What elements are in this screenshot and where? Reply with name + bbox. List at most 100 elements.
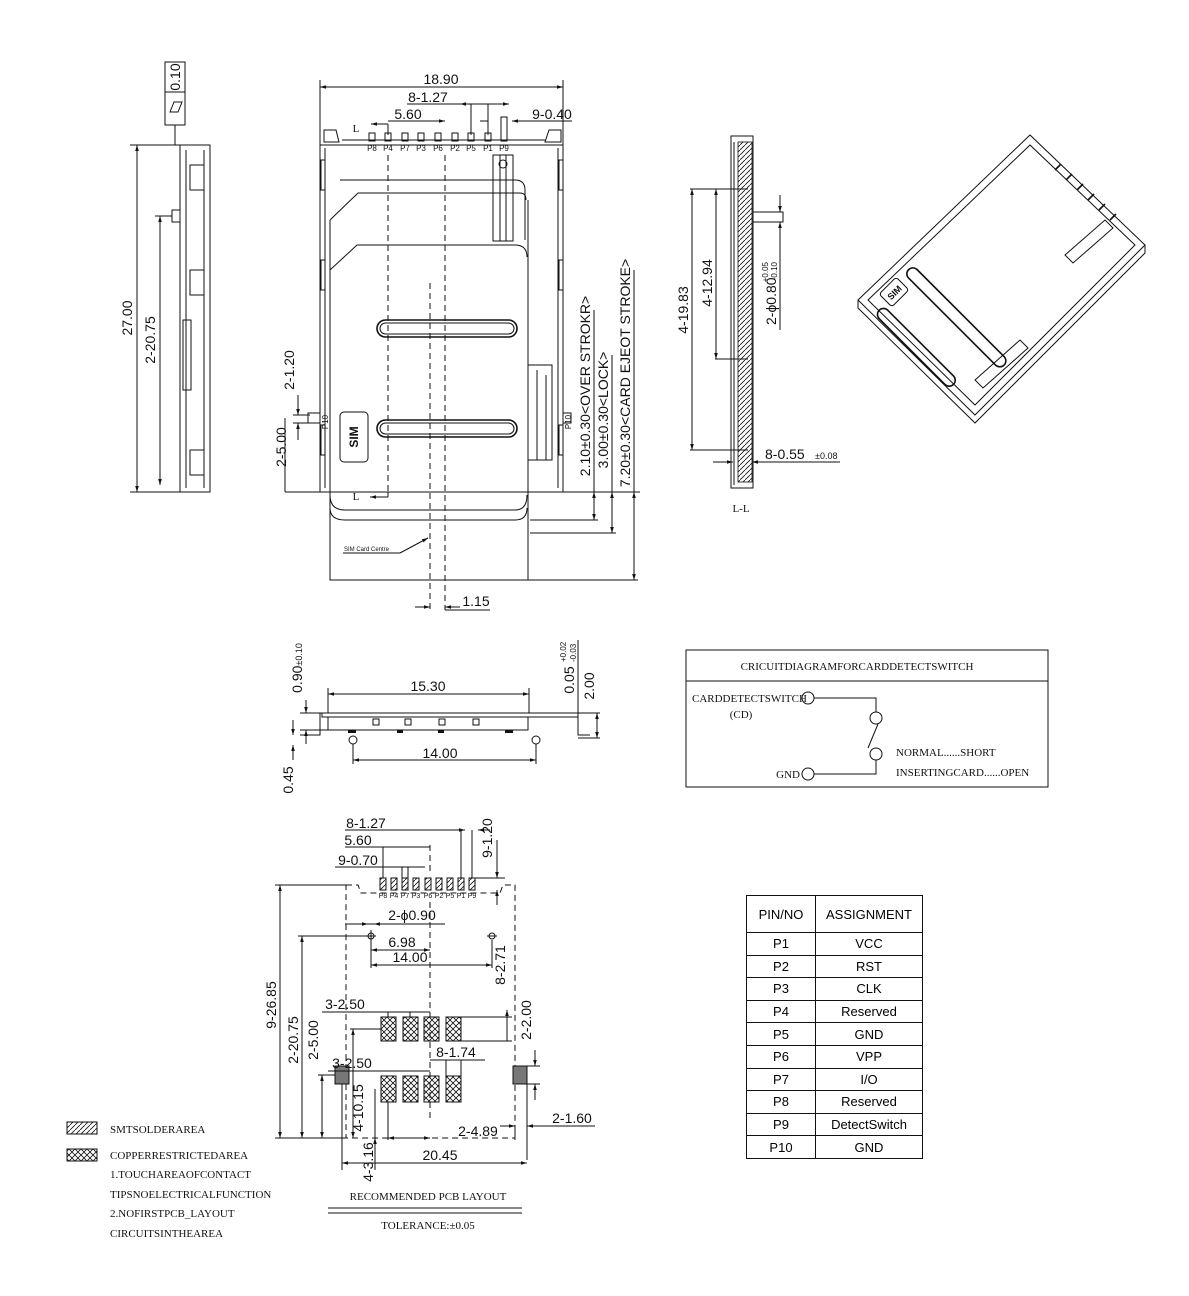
pin-p1 <box>484 132 492 142</box>
pcb-layout: P8 P4 P7 P3 P6 P2 P5 P1 P9 8-1.27 5.60 9… <box>263 815 595 1232</box>
pcb-overall-width-dim: 20.45 <box>422 1147 457 1163</box>
circuit-title: CRICUITDIAGRAMFORCARDDETECTSWITCH <box>741 661 974 673</box>
centre-offset-dim: 1.15 <box>462 593 489 609</box>
coplanarity-tol-minus: -0.03 <box>569 643 578 662</box>
tab-offset-dim: 2-5.00 <box>305 1020 321 1060</box>
pin-label: P8 <box>367 144 377 153</box>
pcb-pin-label: P9 <box>468 893 477 900</box>
restrict-offset-dim: 4-10.15 <box>350 1084 366 1132</box>
gnd-terminal-icon <box>801 767 815 781</box>
restrict-pitch-b-dim: 3-2.50 <box>332 1055 372 1071</box>
front-post-span-dim: 14.00 <box>422 745 457 761</box>
total-length-dim: 9-26.85 <box>263 981 279 1029</box>
smt-tab-right <box>512 1065 528 1085</box>
normal-state: NORMAL......SHORT <box>896 747 996 759</box>
pin-label: P9 <box>499 144 509 153</box>
pcb-pin-label: P7 <box>401 893 410 900</box>
pcb-pin-label: P3 <box>412 893 421 900</box>
post-width-dim: 2-1.20 <box>281 350 297 390</box>
standoff-dim: 0.45 <box>280 766 296 793</box>
switch-contact-icon <box>869 711 883 725</box>
eject-stroke-dim: 7.20±0.30<CARD EJEOT STROKE> <box>617 259 633 487</box>
top-view: 18.90 8-1.27 5.60 9-0.40 L P8 P4 <box>273 71 640 611</box>
pin-pitch-dim: 8-1.27 <box>408 89 448 105</box>
pcb-hole-offset-dim: 6.98 <box>388 934 415 950</box>
pin-label: P7 <box>400 144 410 153</box>
pin-assignment: I/O <box>815 1067 923 1092</box>
sim-card-centre-label: SIM Card Centre <box>344 547 390 553</box>
section-view: 4-19.83 4-12.94 2-ϕ0.80 +0.05 -0.10 8-0.… <box>675 135 840 515</box>
pin-number: P6 <box>746 1044 816 1069</box>
pin-p5 <box>467 132 475 142</box>
circuit-diagram: CRICUITDIAGRAMFORCARDDETECTSWITCH CARDDE… <box>685 649 1049 788</box>
pcb-pads <box>379 877 476 891</box>
tab-width-dim: 2-1.60 <box>552 1110 592 1126</box>
front-view: 15.30 14.00 0.90±0.10 0.45 2.00 0.05 +0.… <box>280 640 600 794</box>
pin-assignment: DetectSwitch <box>815 1112 923 1137</box>
gnd-label: GND <box>776 769 800 781</box>
legend-note2b: CIRCUITSINTHEAREA <box>110 1228 223 1240</box>
pin-number: P1 <box>746 932 816 956</box>
pin-p8 <box>368 132 376 142</box>
copper-restricted-areas <box>380 1016 462 1103</box>
post-tol-minus: -0.10 <box>770 261 779 280</box>
pin-number: P7 <box>746 1067 816 1092</box>
post-tol-plus: +0.05 <box>761 261 770 282</box>
pin-number: P3 <box>746 977 816 1001</box>
post-diameter-dim: 2-ϕ0.80 <box>763 277 779 325</box>
front-width-dim: 15.30 <box>410 678 445 694</box>
coplanarity-dim: 0.05 <box>561 666 577 693</box>
pin-number: P10 <box>746 1135 816 1159</box>
slot-lower <box>376 419 518 438</box>
pin-assignment: GND <box>815 1022 923 1046</box>
pin-p9 <box>500 116 508 142</box>
pin-assignment: VPP <box>815 1044 923 1069</box>
pcb-pad-width-dim: 9-0.70 <box>338 852 378 868</box>
pcb-pin-label: P2 <box>435 893 444 900</box>
pcb-pin-label: P4 <box>390 893 399 900</box>
front-body <box>327 716 529 731</box>
section-label: L-L <box>732 503 749 515</box>
iso-sim-logo <box>879 277 909 307</box>
iso-slot-lower <box>876 307 957 388</box>
tab-height-dim: 2-2.00 <box>518 1000 534 1040</box>
side-body <box>179 144 211 493</box>
pin-p6 <box>434 132 442 142</box>
cd-label: CARDDETECTSWITCH <box>692 693 807 705</box>
contact-width-dim: 8-0.55 <box>765 446 805 462</box>
tolerance-note: TOLERANCE:±0.05 <box>381 1220 475 1232</box>
legend-note1a: 1.TOUCHAREAOFCONTACT <box>110 1169 251 1181</box>
copper-restricted-swatch <box>66 1148 98 1162</box>
pin-width-dim: 9-0.40 <box>532 106 572 122</box>
cd-abbr: (CD) <box>730 709 753 721</box>
pin-assignment: CLK <box>815 977 923 1001</box>
pcb-pin-label: P6 <box>424 893 433 900</box>
legend-smt: SMTSOLDERAREA <box>110 1124 205 1136</box>
pin-p4 <box>384 132 392 142</box>
slot-upper <box>376 319 518 338</box>
height-dim: 2.00 <box>581 672 597 699</box>
pin-p3 <box>417 132 425 142</box>
pcb-pad-length-dim: 9-1.20 <box>479 818 495 858</box>
pin-label: P1 <box>483 144 493 153</box>
post-distance-dim: 2-20.75 <box>142 316 158 364</box>
pin-assignment: GND <box>815 1135 923 1159</box>
dim-12-94: 4-12.94 <box>699 259 715 307</box>
legend: SMTSOLDERAREA COPPERRESTRICTEDAREA 1.TOU… <box>66 1121 271 1240</box>
contact-tol: ±0.08 <box>815 451 837 461</box>
legend-note2a: 2.NOFIRSTPCB_LAYOUT <box>110 1208 235 1220</box>
pin-p2 <box>451 132 459 142</box>
pin-label: P3 <box>416 144 426 153</box>
restrict-pitch-a-dim: 3-2.50 <box>325 996 365 1012</box>
offset-dim: 5.60 <box>394 106 421 122</box>
section-mark-bottom: L <box>353 491 360 503</box>
inserting-state: INSERTINGCARD......OPEN <box>896 767 1029 779</box>
pcb-pad-height-dim: 8-2.71 <box>492 945 508 985</box>
